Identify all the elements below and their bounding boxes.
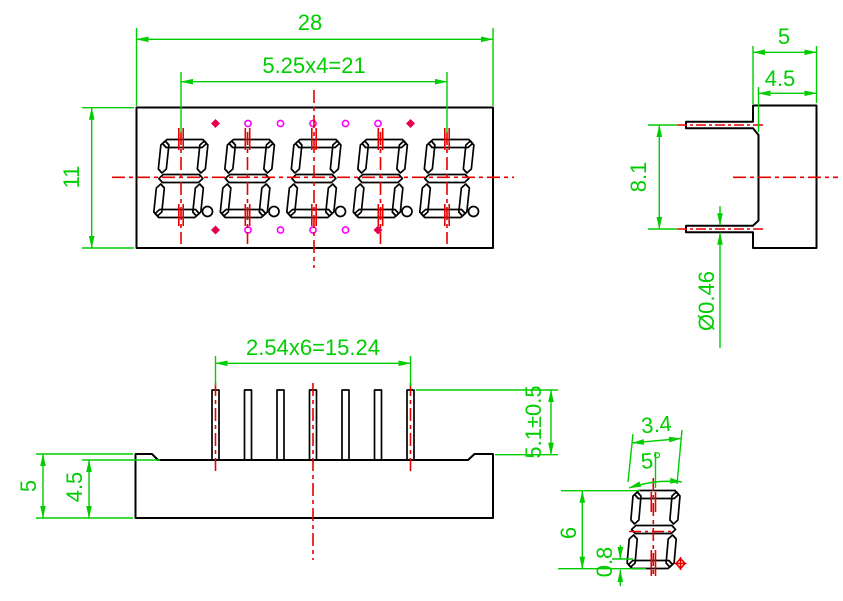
dim-label-body-depth: 4.5 (765, 66, 796, 91)
detail-decimal-point (674, 557, 687, 570)
dim-digit-height: 6 (556, 490, 646, 570)
bottom-centerlines (214, 383, 412, 560)
side-view: 5 4.5 8.1 Ø0.46 (626, 24, 838, 348)
dim-overall-height: 11 (59, 106, 134, 249)
dim-pin-pitch: 2.54x6=15.24 (214, 335, 412, 386)
pin-markers-top (211, 119, 415, 128)
dim-slant-angle: 5° (628, 447, 683, 489)
pin-markers-bottom (211, 225, 383, 235)
dim-label-pin-pitch: 2.54x6=15.24 (246, 335, 380, 360)
dim-label-overall-height: 11 (59, 166, 84, 189)
dim-pin-length: 5.1±0.5 (416, 385, 558, 459)
dim-label-digit-height: 6 (556, 527, 581, 539)
dim-bottom-body-height: 4.5 (62, 459, 160, 519)
decimal-point-5 (467, 205, 480, 218)
dim-label-bottom-body-height: 4.5 (62, 472, 87, 503)
decimal-point-3 (334, 205, 347, 218)
decimal-point-2 (268, 205, 280, 218)
front-view: 28 5.25x4=21 11 (59, 10, 514, 268)
dim-overall-depth: 5 (752, 24, 818, 104)
bottom-body-outline (134, 453, 494, 519)
dim-label-overall-width: 28 (298, 10, 322, 35)
dim-digit-width: 3.4 (627, 411, 683, 485)
pin-2 (243, 389, 253, 459)
front-centerlines (112, 90, 514, 268)
dim-label-overall-depth: 5 (778, 24, 790, 49)
dim-body-depth: 4.5 (757, 66, 817, 132)
front-body-outline (135, 106, 494, 249)
pin-5 (341, 389, 350, 459)
dim-label-bottom-overall-height: 5 (16, 480, 41, 492)
dim-label-digit-pitch: 5.25x4=21 (262, 53, 365, 78)
dim-overall-width: 28 (135, 10, 494, 106)
dim-pin-row-spacing: 8.1 (626, 124, 678, 230)
dim-bottom-overall-height: 5 (16, 453, 133, 519)
pin-3 (276, 389, 285, 459)
dim-digit-pitch: 5.25x4=21 (180, 53, 448, 133)
dim-label-slant-angle: 5° (640, 447, 663, 474)
decimal-point-1 (201, 205, 214, 218)
dim-pin-diameter: Ø0.46 (694, 206, 723, 348)
dim-label-pin-length: 5.1±0.5 (521, 385, 546, 458)
digit-display (152, 138, 480, 219)
dim-label-digit-width: 3.4 (640, 411, 673, 439)
dim-label-pin-row-spacing: 8.1 (626, 162, 651, 193)
side-body-outline (685, 104, 818, 249)
detail-centerlines (629, 478, 687, 578)
dim-label-pin-diameter: Ø0.46 (694, 271, 719, 331)
dim-dp-offset: 0.8 (592, 545, 633, 586)
side-centerlines (677, 124, 838, 230)
decimal-point-4 (401, 205, 413, 218)
pin-6 (373, 389, 383, 459)
bottom-view: 2.54x6=15.24 5.1±0.5 5 4.5 (16, 335, 558, 560)
centerline-ticks (178, 128, 450, 226)
digit-detail-view: 3.4 5° 6 0.8 (556, 411, 687, 586)
dim-label-dp-offset: 0.8 (592, 547, 617, 578)
